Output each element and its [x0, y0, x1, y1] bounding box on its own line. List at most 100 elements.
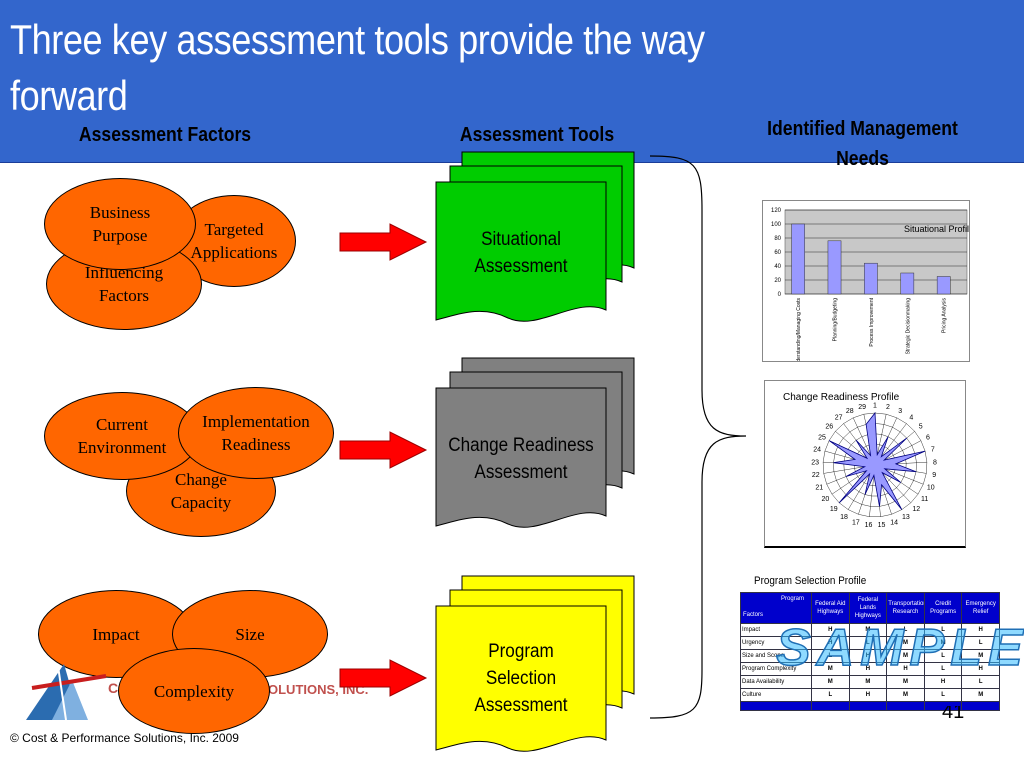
radar-axis-label: 28	[846, 408, 854, 415]
assessment-factors-heading: Assessment Factors	[78, 124, 252, 146]
x-tick-label: Pricing Analysis	[942, 298, 948, 334]
rating-cell: M	[961, 688, 1000, 702]
change-readiness-document-stack	[435, 357, 635, 528]
radar-ring	[822, 412, 928, 517]
situational-assessment-label: Situational Assessment	[474, 229, 568, 277]
logo-text-start: C	[108, 680, 119, 696]
table-footer-row	[740, 701, 1000, 711]
radar-axis-label: 3	[898, 408, 902, 415]
table-row: Data Availability M M M H L	[740, 675, 1000, 689]
radar-axis-label: 23	[811, 459, 819, 466]
program-selection-document-stack	[435, 575, 635, 752]
y-tick-label: 80	[774, 236, 781, 242]
radar-axis-label: 4	[909, 415, 913, 422]
radar-axis-label: 16	[865, 522, 873, 529]
implementation-readiness-oval: Implementation Readiness	[178, 387, 334, 479]
x-tick-label: Process Improvement	[869, 297, 875, 346]
y-tick-label: 40	[774, 264, 781, 270]
sample-watermark: SAMPLE	[775, 618, 1024, 678]
arrow-right-icon	[339, 659, 428, 697]
page-number: 41	[942, 706, 965, 719]
management-needs-heading: Identified Management Needs	[767, 118, 958, 170]
radar-axis-label: 21	[815, 485, 823, 492]
copyright-footer: © Cost & Performance Solutions, Inc. 200…	[10, 731, 239, 745]
chart-title: Situational Profile	[904, 224, 969, 234]
y-tick-label: 100	[771, 222, 782, 228]
complexity-oval: Complexity	[118, 648, 270, 734]
radar-axis-label: 9	[932, 472, 936, 479]
radar-axis-label: 14	[890, 519, 898, 526]
program-header: Credit Programs	[923, 592, 963, 624]
program-header: Emergency Relief	[961, 592, 1000, 624]
radar-ring	[833, 423, 917, 507]
radar-axis-label: 10	[927, 485, 935, 492]
arrow-right-icon	[339, 223, 428, 261]
y-tick-label: 120	[771, 208, 782, 214]
radar-axis-label: 13	[902, 514, 910, 521]
chart-title: Change Readiness Profile	[783, 392, 900, 403]
radar-axis-label: 8	[933, 459, 937, 466]
rating-cell: L	[811, 688, 850, 702]
bar	[864, 262, 878, 295]
program-header: Federal Lands Highways	[848, 592, 888, 624]
radar-axis-label: 17	[852, 519, 860, 526]
y-tick-label: 60	[774, 250, 781, 256]
radar-axis-label: 29	[858, 404, 866, 411]
radar-axis-label: 27	[835, 415, 843, 422]
curly-brace	[649, 155, 747, 719]
bar	[827, 240, 842, 295]
current-environment-oval: Current Environment	[44, 392, 200, 480]
business-purpose-oval: Business Purpose	[44, 178, 196, 270]
radar-axis-label: 15	[878, 522, 886, 529]
y-tick-label: 0	[778, 292, 782, 298]
company-logo-icon	[26, 664, 107, 721]
radar-axis-label: 24	[813, 446, 821, 453]
radar-axis-label: 2	[886, 404, 890, 411]
y-tick-label: 20	[774, 278, 781, 284]
bar	[900, 272, 915, 295]
change-readiness-assessment-label: Change Readiness Assessment	[448, 435, 594, 483]
factor-cell: Culture	[740, 688, 812, 702]
assessment-tools-heading: Assessment Tools	[459, 124, 615, 146]
program-selection-assessment-label: Program Selection Assessment	[474, 641, 568, 716]
rating-cell: M	[886, 688, 925, 702]
table-row: Program Complexity M H H L H	[740, 662, 1000, 676]
radar-axis-label: 22	[812, 472, 820, 479]
radar-axis-label: 11	[921, 496, 928, 503]
table-corner-header: Program Factors	[740, 592, 812, 624]
corner-factors-label: Factors	[743, 612, 764, 618]
radar-axis-label: 5	[919, 424, 923, 431]
radar-axis-label: 20	[821, 496, 829, 503]
radar-axis-label: 19	[830, 506, 838, 513]
rating-cell: L	[923, 688, 963, 702]
radar-axis-label: 6	[926, 434, 930, 441]
x-tick-label: Planning/Budgeting	[833, 298, 839, 342]
situational-document-stack	[435, 151, 635, 322]
slide-title: Three key assessment tools provide the w…	[10, 16, 705, 119]
radar-axis-label: 7	[931, 446, 935, 453]
radar-axis-label: 12	[912, 506, 920, 513]
radar-axis-label: 25	[818, 434, 826, 441]
x-tick-label: Strategic Decisionmaking	[905, 298, 911, 355]
bar	[791, 223, 805, 295]
program-header: Transportation Research	[886, 592, 925, 624]
x-tick-label: Understanding/Managing Costs	[796, 298, 802, 361]
program-selection-title: Program Selection Profile	[754, 575, 867, 587]
radar-axis-label: 26	[825, 424, 833, 431]
table-row: Urgency H L M M L	[740, 636, 1000, 650]
radar-axis-label: 1	[873, 403, 877, 410]
bar	[936, 276, 951, 295]
radar-series	[828, 411, 926, 510]
corner-program-label: Program	[781, 596, 805, 602]
title-banner	[0, 0, 1024, 163]
radar-axis-label: 18	[840, 514, 848, 521]
impact-oval: Impact	[38, 590, 194, 678]
program-header: Federal Aid Highways	[811, 592, 850, 624]
arrow-right-icon	[339, 431, 428, 469]
program-selection-table: Program Factors Federal Aid Highways Fed…	[740, 592, 1000, 711]
table-row: Culture L H M L M	[740, 688, 1000, 702]
